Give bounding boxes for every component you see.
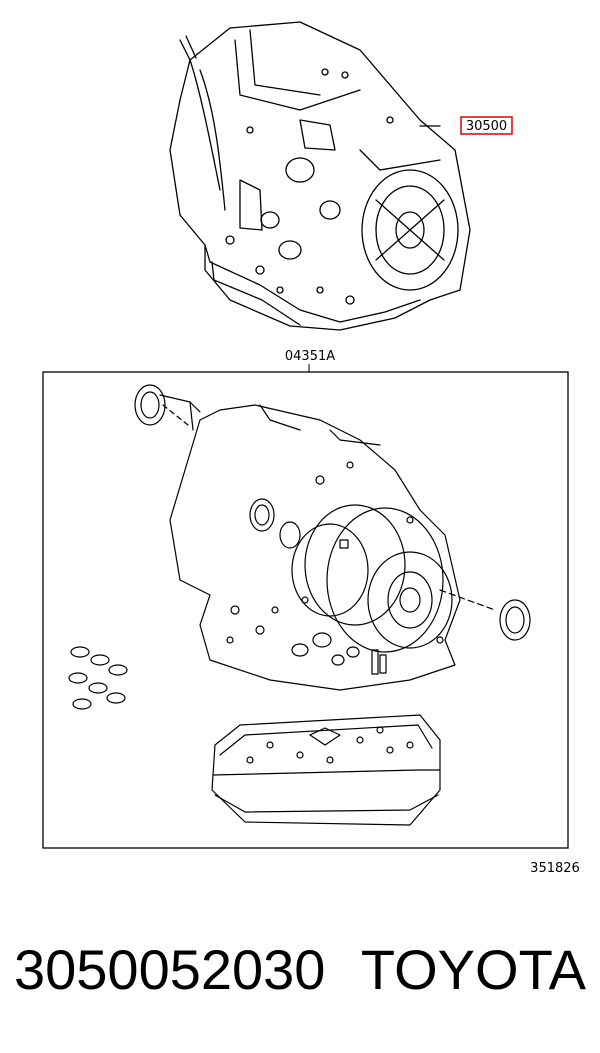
brand-name: TOYOTA (360, 938, 586, 1001)
parts-diagram: 30500 04351A (42, 21, 580, 876)
kit-frame (42, 371, 569, 849)
assembly-callout-label: 30500 (466, 119, 507, 134)
assembly-callout: 30500 (460, 116, 513, 135)
figure-number: 351826 (530, 861, 580, 876)
transmission-assembly-drawing (169, 21, 471, 331)
part-caption: 3050052030 TOYOTA (0, 915, 600, 1025)
kit-callout-label: 04351A (285, 349, 335, 364)
part-number: 3050052030 (14, 938, 326, 1001)
overhaul-kit-drawing (68, 384, 531, 826)
kit-callout: 04351A (285, 349, 335, 372)
